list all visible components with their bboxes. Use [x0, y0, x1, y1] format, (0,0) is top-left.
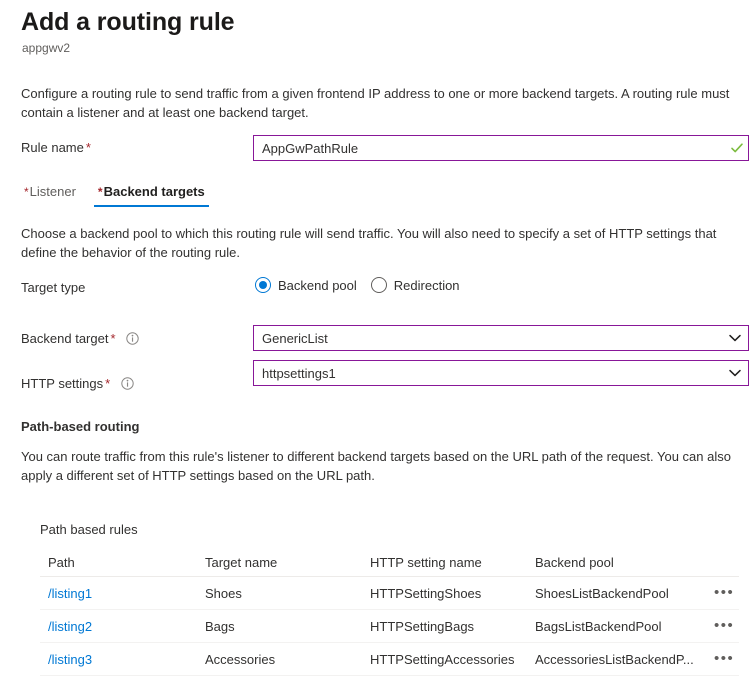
cell-actions: •••: [700, 650, 739, 667]
info-icon[interactable]: [121, 377, 134, 390]
cell-backend-pool: ShoesListBackendPool: [535, 585, 669, 601]
chevron-down-icon: [722, 361, 748, 385]
cell-http-setting-name: HTTPSettingShoes: [370, 585, 482, 601]
backend-target-label: Backend target*: [21, 331, 139, 346]
radio-backend-pool-label: Backend pool: [278, 277, 357, 293]
info-icon[interactable]: [126, 332, 139, 345]
path-based-rules-caption: Path based rules: [40, 522, 138, 537]
tab-listener[interactable]: *Listener: [20, 184, 80, 207]
required-asterisk: *: [85, 140, 91, 155]
cell-target-name: Bags: [205, 618, 235, 634]
table-body: /listing1 Shoes HTTPSettingShoes ShoesLi…: [40, 577, 739, 676]
cell-target-name: Accessories: [205, 651, 276, 667]
backend-target-label-text: Backend target: [21, 331, 109, 346]
cell-http-setting-name: HTTPSettingBags: [370, 618, 475, 634]
column-header-target-name: Target name: [205, 554, 278, 570]
tab-list: *Listener *Backend targets: [20, 184, 209, 207]
table-row[interactable]: /listing1 Shoes HTTPSettingShoes ShoesLi…: [40, 577, 739, 610]
rule-name-label: Rule name*: [21, 140, 91, 155]
cell-http-setting-name: HTTPSettingAccessories: [370, 651, 515, 667]
tab-backend-targets[interactable]: *Backend targets: [93, 184, 209, 207]
tab-backend-targets-label: Backend targets: [103, 184, 205, 199]
radio-redirection[interactable]: Redirection: [370, 277, 460, 293]
intro-text: Configure a routing rule to send traffic…: [21, 86, 730, 120]
path-based-rules-table: Path Target name HTTP setting name Backe…: [40, 548, 739, 676]
cell-target-name: Shoes: [205, 585, 242, 601]
path-link[interactable]: /listing2: [48, 618, 93, 634]
cell-backend-pool: BagsListBackendPool: [535, 618, 662, 634]
backend-target-select[interactable]: GenericList: [253, 325, 749, 351]
http-settings-value: httpsettings1: [262, 365, 336, 381]
column-header-path: Path: [48, 554, 75, 570]
http-settings-select[interactable]: httpsettings1: [253, 360, 749, 386]
column-header-http-setting-name: HTTP setting name: [370, 554, 482, 570]
path-link[interactable]: /listing3: [48, 651, 93, 667]
cell-path: /listing2: [40, 619, 205, 634]
radio-indicator-icon: [255, 277, 271, 293]
table-row[interactable]: /listing3 Accessories HTTPSettingAccesso…: [40, 643, 739, 676]
target-type-label: Target type: [21, 280, 86, 295]
page-subtitle: appgwv2: [22, 41, 71, 55]
backend-targets-description: Choose a backend pool to which this rout…: [21, 226, 717, 260]
rule-name-field[interactable]: [253, 135, 749, 161]
required-asterisk: *: [97, 185, 103, 199]
radio-redirection-label: Redirection: [393, 277, 460, 293]
cell-backend-pool: AccessoriesListBackendP...: [535, 651, 694, 667]
radio-backend-pool[interactable]: Backend pool: [255, 277, 357, 293]
cell-actions: •••: [700, 584, 739, 601]
cell-path: /listing1: [40, 586, 205, 601]
cell-actions: •••: [700, 617, 739, 634]
required-asterisk: *: [110, 331, 116, 346]
table-header-row: Path Target name HTTP setting name Backe…: [40, 548, 739, 577]
http-settings-label: HTTP settings*: [21, 376, 134, 391]
check-icon: [726, 136, 748, 160]
more-options-icon[interactable]: •••: [714, 584, 735, 601]
rule-name-input[interactable]: [254, 139, 726, 157]
more-options-icon[interactable]: •••: [714, 650, 735, 667]
http-settings-label-text: HTTP settings: [21, 376, 104, 391]
radio-indicator-icon: [370, 277, 387, 293]
path-link[interactable]: /listing1: [48, 585, 93, 601]
backend-target-value: GenericList: [262, 330, 328, 346]
chevron-down-icon: [722, 326, 748, 350]
cell-path: /listing3: [40, 652, 205, 667]
more-options-icon[interactable]: •••: [714, 617, 735, 634]
table-row[interactable]: /listing2 Bags HTTPSettingBags BagsListB…: [40, 610, 739, 643]
page-title: Add a routing rule: [21, 8, 235, 36]
path-based-routing-heading: Path-based routing: [21, 419, 140, 434]
tab-listener-label: Listener: [29, 184, 76, 199]
rule-name-label-text: Rule name: [21, 140, 84, 155]
target-type-radio-group: Backend pool Redirection: [255, 277, 460, 293]
column-header-backend-pool: Backend pool: [535, 554, 614, 570]
required-asterisk: *: [24, 185, 29, 199]
path-based-routing-description: You can route traffic from this rule's l…: [21, 449, 731, 483]
required-asterisk: *: [105, 376, 111, 391]
